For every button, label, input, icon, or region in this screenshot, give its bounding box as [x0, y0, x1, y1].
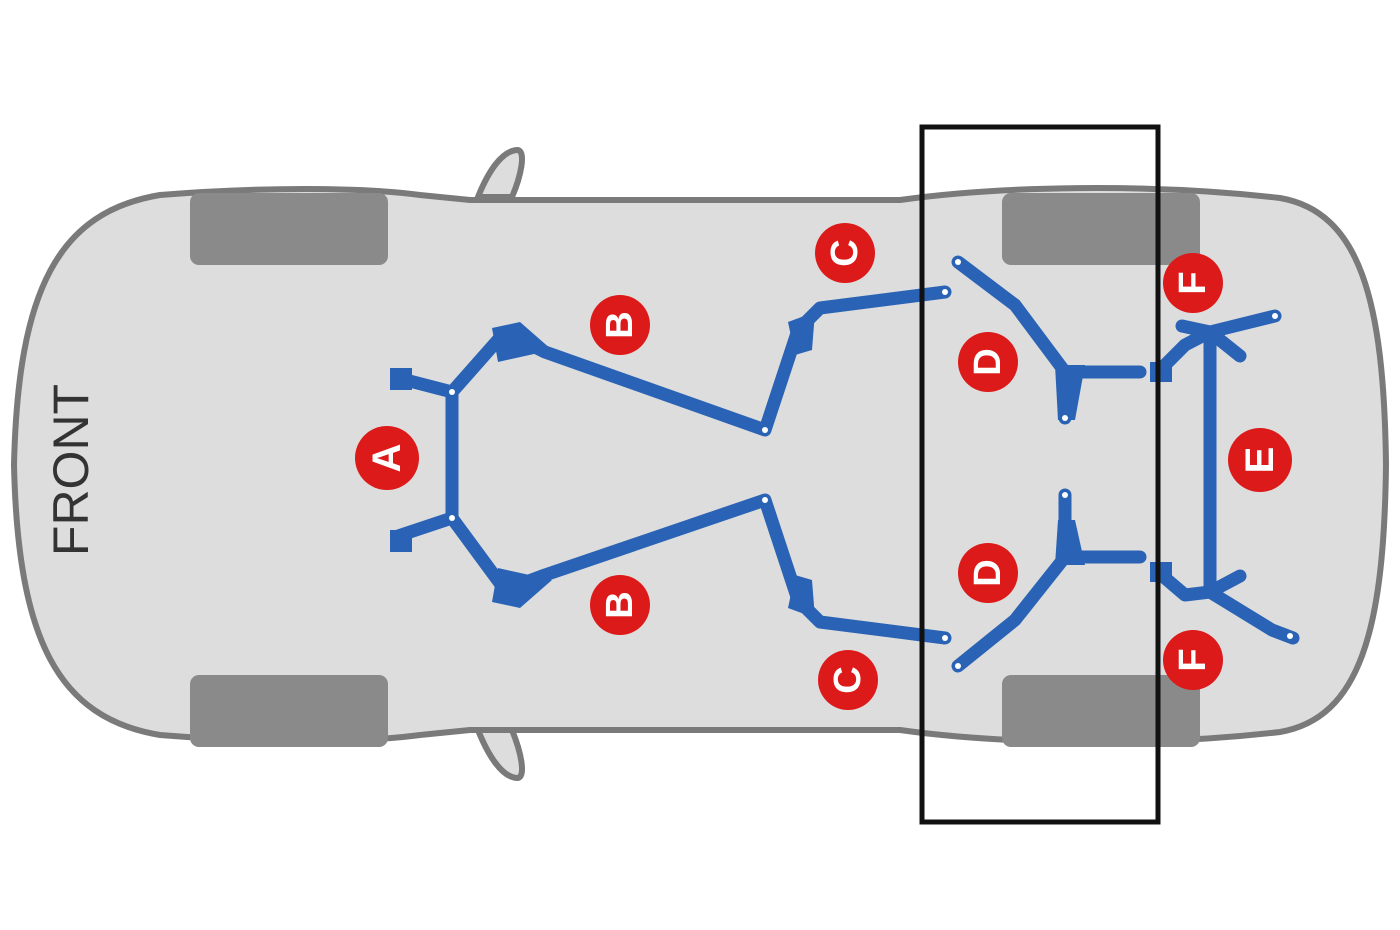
badge-f-upper-circle	[1163, 253, 1223, 313]
badge-d-upper-letter: D	[967, 348, 1009, 375]
bolt-hole	[762, 497, 768, 503]
badge-c-upper-letter: C	[824, 239, 866, 266]
badge-e-letter: E	[1238, 447, 1282, 474]
bolt-hole	[1062, 492, 1068, 498]
bolt-hole	[1062, 415, 1068, 421]
badge-a: A	[355, 426, 419, 490]
badge-b-lower: B	[590, 575, 650, 635]
badge-d-upper-circle	[958, 332, 1018, 392]
badge-f-lower-letter: F	[1172, 648, 1214, 671]
right-mirror	[475, 727, 525, 781]
badge-d-lower: D	[958, 543, 1018, 603]
badge-d-lower-letter: D	[967, 559, 1009, 586]
bolt-hole	[942, 635, 948, 641]
car-body	[11, 185, 1389, 745]
mount-a-bottom	[390, 530, 412, 552]
left-mirror	[475, 147, 525, 200]
tire-rear-right	[1002, 675, 1200, 747]
badge-c-upper: C	[815, 223, 875, 283]
bolt-hole	[762, 427, 768, 433]
bolt-holes	[449, 259, 1293, 669]
tire-front-right	[190, 675, 388, 747]
badge-d-upper: D	[958, 332, 1018, 392]
badge-f-upper-letter: F	[1172, 271, 1214, 294]
tire-front-left	[190, 193, 388, 265]
mount-f-lower	[1150, 562, 1172, 582]
badge-f-upper: F	[1163, 253, 1223, 313]
badge-c-upper-circle	[815, 223, 875, 283]
badge-b-upper-circle	[590, 295, 650, 355]
brace-f-upper	[1151, 309, 1282, 379]
badge-b-lower-letter: B	[599, 591, 641, 618]
bolt-hole	[1287, 633, 1293, 639]
badge-c-lower-circle	[818, 650, 878, 710]
badge-f-lower: F	[1163, 630, 1223, 690]
badge-e-circle	[1228, 428, 1292, 492]
front-label: FRONT	[43, 384, 99, 556]
badge-a-letter: A	[365, 444, 409, 473]
badge-b-upper-letter: B	[599, 311, 641, 338]
brace-f-lower	[1151, 565, 1300, 645]
bolt-hole	[955, 663, 961, 669]
badge-d-lower-circle	[958, 543, 1018, 603]
gusset-c-lower	[788, 575, 815, 618]
gusset-c-upper	[788, 312, 815, 355]
mount-a-top	[390, 368, 412, 390]
highlight-box	[919, 124, 1161, 825]
bolt-hole	[1272, 313, 1278, 319]
brace-gussets	[390, 312, 1172, 618]
bolt-hole	[449, 389, 455, 395]
tire-rear-left	[1002, 193, 1200, 265]
bolt-hole	[955, 259, 961, 265]
bolt-hole	[449, 515, 455, 521]
badge-e: E	[1228, 428, 1292, 492]
badge-c-lower-letter: C	[827, 666, 869, 693]
bolt-hole	[942, 289, 948, 295]
badge-b-upper: B	[590, 295, 650, 355]
gusset-d-upper	[1055, 365, 1085, 420]
gusset-d-lower	[1055, 520, 1085, 565]
gusset-b-upper-left	[492, 322, 552, 362]
badge-f-lower-circle	[1163, 630, 1223, 690]
badge-b-lower-circle	[590, 575, 650, 635]
mount-f-upper	[1150, 362, 1172, 382]
badge-c-lower: C	[818, 650, 878, 710]
badge-a-circle	[355, 426, 419, 490]
gusset-b-lower-left	[492, 568, 552, 608]
